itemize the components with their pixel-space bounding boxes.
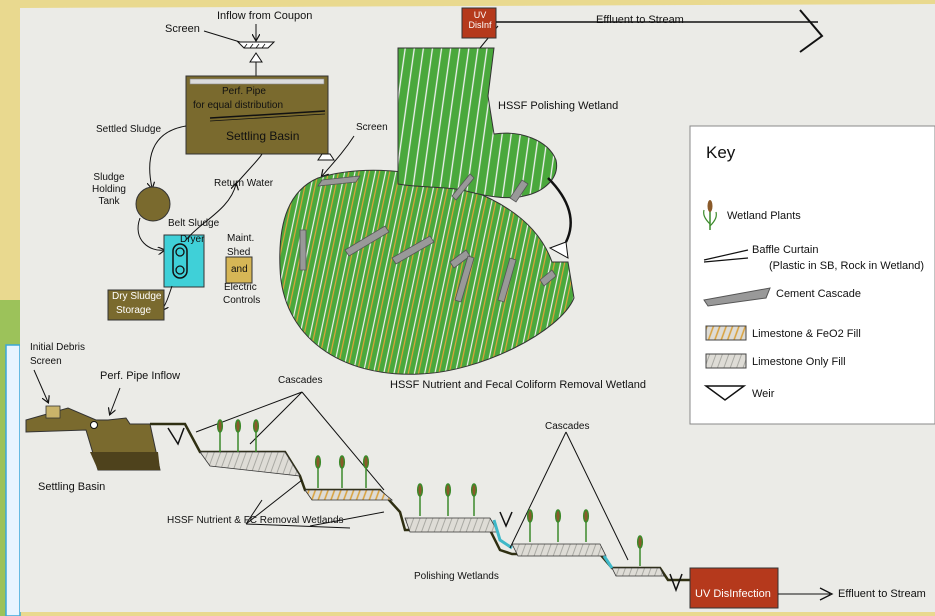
and-label: and: [231, 264, 248, 275]
belt-sludge-label: Belt Sludge: [168, 218, 220, 229]
storage-label: Storage: [116, 305, 152, 316]
effluent-top-arrowhead: [799, 9, 824, 53]
cascades-label-1: Cascades: [278, 375, 323, 386]
profile-plants: [216, 419, 644, 566]
effluent-top-label: Effluent to Stream: [596, 14, 684, 26]
sludge-holding-tank-label: Sludge Holding Tank: [92, 172, 126, 207]
key-wetland-plants: Wetland Plants: [727, 210, 801, 222]
top-screen-icon: [236, 41, 276, 49]
hssf-nutrient-label: HSSF Nutrient and Fecal Coliform Removal…: [390, 379, 646, 391]
shed-label: Shed: [227, 247, 251, 258]
key-title: Key: [706, 143, 736, 162]
key-baffle-note: (Plastic in SB, Rock in Wetland): [769, 260, 925, 272]
return-to-polishing: [547, 177, 572, 243]
profile-wetland-cell: [611, 567, 665, 577]
cascades-leaders-1: [195, 391, 385, 491]
belt-sludge-dryer: [163, 234, 205, 288]
settling-basin-top-label: Settling Basin: [226, 129, 300, 143]
limestone-key-icon: [705, 353, 747, 369]
hssf-nutrient-fc-label: HSSF Nutrient & FC Removal Wetlands: [167, 515, 344, 526]
key-limestone-only: Limestone Only Fill: [752, 356, 846, 368]
profile-wetland-cell: [511, 543, 607, 557]
feo2-key-icon: [705, 325, 747, 341]
uv-disinfection-bottom: [689, 567, 779, 609]
uv-disinfection-label: UV DisInfection: [695, 588, 771, 600]
weir-icon: [548, 241, 569, 259]
dry-sludge-storage: [107, 289, 165, 321]
settled-sludge-flow: [150, 125, 187, 188]
perf-pipe-inflow-label: Perf. Pipe Inflow: [100, 370, 181, 382]
initial-debris-label: Initial Debris: [30, 342, 86, 353]
baffle-key-icon: [703, 249, 749, 261]
profile-wetland-cell: [304, 489, 394, 501]
inflow-label: Inflow from Coupon: [217, 10, 313, 22]
key-weir: Weir: [752, 388, 775, 400]
uv-disinf-top-label: UV DisInf: [468, 10, 492, 30]
left-decor-panel: [5, 344, 21, 616]
controls-label: Controls: [223, 295, 261, 306]
cascades-leaders-2: [509, 431, 629, 561]
screen-top-label: Screen: [165, 23, 200, 35]
sludge-holding-tank: [135, 186, 171, 222]
key-limestone-feo2: Limestone & FeO2 Fill: [752, 328, 861, 340]
effluent-bottom-label: Effluent to Stream: [838, 588, 926, 600]
weir-key-icon: [703, 385, 747, 401]
key-panel: [689, 125, 935, 425]
perf-pipe-label: Perf. Pipe: [222, 86, 266, 97]
screen-mid-label: Screen: [356, 122, 388, 133]
uv-disinf-top: [461, 7, 497, 39]
key-baffle-curtain: Baffle Curtain: [752, 244, 819, 256]
maint-label: Maint.: [227, 233, 255, 244]
wetland-plant-key-icon: [703, 200, 717, 230]
mid-screen-icon: [317, 153, 335, 161]
return-water-label: Return Water: [214, 178, 274, 189]
key-cement-cascade: Cement Cascade: [776, 288, 861, 300]
return-water-flow: [185, 184, 236, 241]
equal-distribution-label: for equal distribution: [193, 100, 284, 111]
profile-wetland-cell: [404, 517, 499, 533]
screen-leader: [203, 30, 241, 43]
cascades-label-2: Cascades: [545, 421, 590, 432]
settled-sludge-label: Settled Sludge: [96, 124, 162, 135]
debris-screen: [45, 405, 61, 419]
hssf-leaders: [245, 479, 385, 529]
profile-screen-label: Screen: [30, 356, 62, 367]
dry-sludge-label: Dry Sludge: [112, 291, 162, 302]
electric-label: Electric: [224, 282, 257, 293]
maint-shed: [225, 256, 253, 284]
effluent-bottom-arrow: [819, 587, 834, 601]
hssf-polishing-label: HSSF Polishing Wetland: [498, 100, 619, 112]
cascade-key-icon: [703, 287, 771, 307]
settling-basin-profile-label: Settling Basin: [38, 481, 106, 493]
dryer-label: Dryer: [180, 234, 205, 245]
cement-cascade: [317, 175, 361, 187]
polishing-wetlands-label: Polishing Wetlands: [414, 571, 499, 582]
hssf-polishing-wetland: [397, 47, 558, 199]
